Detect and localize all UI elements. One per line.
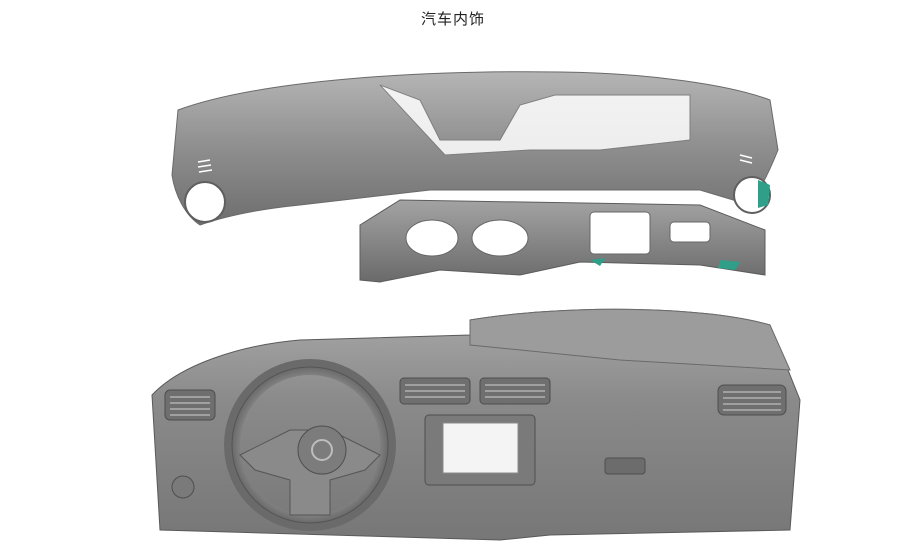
teal-clip-3 [718, 260, 740, 270]
right-vent-louvres [723, 391, 781, 411]
vent-slits-right [739, 154, 753, 164]
dashboard-top-cover [469, 308, 791, 371]
steering-hub [297, 425, 347, 475]
frame-top-cutout [379, 84, 691, 156]
page-title: 汽车内饰 [420, 10, 485, 28]
frame-cross-beam [359, 199, 766, 283]
beam-opening-3 [589, 211, 651, 255]
teal-clip-2 [590, 258, 605, 266]
vent-slits-left [197, 159, 213, 173]
steering-wheel-rim-outline [231, 366, 389, 524]
beam-opening-4 [669, 221, 711, 243]
left-vent-hole [184, 181, 226, 223]
steering-logo [311, 439, 333, 461]
glovebox-handle [604, 457, 646, 475]
infotainment-screen [442, 422, 519, 474]
beam-opening-2 [471, 219, 529, 257]
beam-opening-1 [405, 219, 459, 257]
center-vent-louvres [405, 384, 545, 398]
light-switch-knob [171, 475, 195, 499]
teal-clip [758, 180, 770, 208]
left-vent-louvres [170, 396, 210, 416]
